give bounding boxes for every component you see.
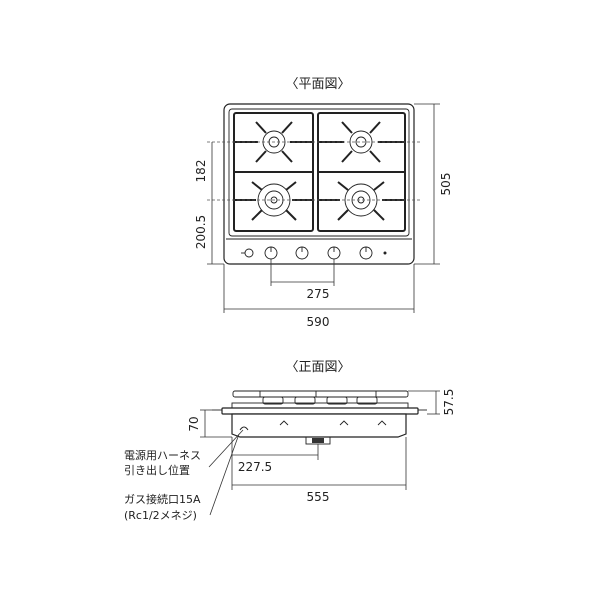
leader-gas	[209, 433, 240, 516]
gas-connection-fill	[312, 438, 324, 443]
ignition-knob-icon	[241, 248, 254, 258]
dim-lower-row-label: 200.5	[194, 215, 208, 249]
gas-label-line1: ガス接続口15A	[124, 492, 201, 506]
plan-view-title: 〈平面図〉	[285, 77, 350, 92]
gas-label-line2: (Rc1/2メネジ)	[124, 509, 197, 522]
burner-profile-1	[262, 396, 284, 405]
burner-knob-4	[359, 246, 373, 260]
leader-harness	[208, 429, 244, 468]
dim-width-front-label: 555	[307, 490, 330, 504]
burner-profile-3	[326, 396, 348, 405]
front-view-title: 〈正面図〉	[285, 360, 350, 375]
internal-detail-1	[279, 420, 289, 426]
dim-depth-label: 505	[439, 173, 453, 196]
top-plate-profile	[221, 407, 419, 415]
plan-view: 〈平面図〉	[194, 77, 453, 329]
harness-outlet	[239, 426, 249, 431]
dim-height-above-label: 57.5	[442, 389, 456, 416]
knob-rail	[231, 402, 409, 409]
internal-detail-3	[377, 420, 387, 426]
burner-knob-2	[295, 246, 309, 260]
harness-label-line2: 引き出し位置	[124, 463, 190, 477]
dim-harness-offset-label: 227.5	[238, 460, 272, 474]
cooktop-top-inner-frame	[228, 108, 410, 237]
dim-burner-spacing-label: 275	[307, 287, 330, 301]
burner-profile-4	[356, 396, 378, 405]
harness-label-line1: 電源用ハーネス	[124, 448, 201, 462]
dim-height-below-label: 70	[187, 416, 201, 431]
internal-detail-2	[339, 420, 349, 426]
indicator-dot	[383, 251, 387, 255]
lower-body-profile	[231, 413, 407, 438]
burner-profile-2	[294, 396, 316, 405]
dim-width-label: 590	[307, 315, 330, 329]
front-view: 〈正面図〉 57.5	[124, 360, 456, 522]
dim-upper-row-label: 182	[194, 160, 208, 183]
grate-profile	[232, 390, 409, 398]
